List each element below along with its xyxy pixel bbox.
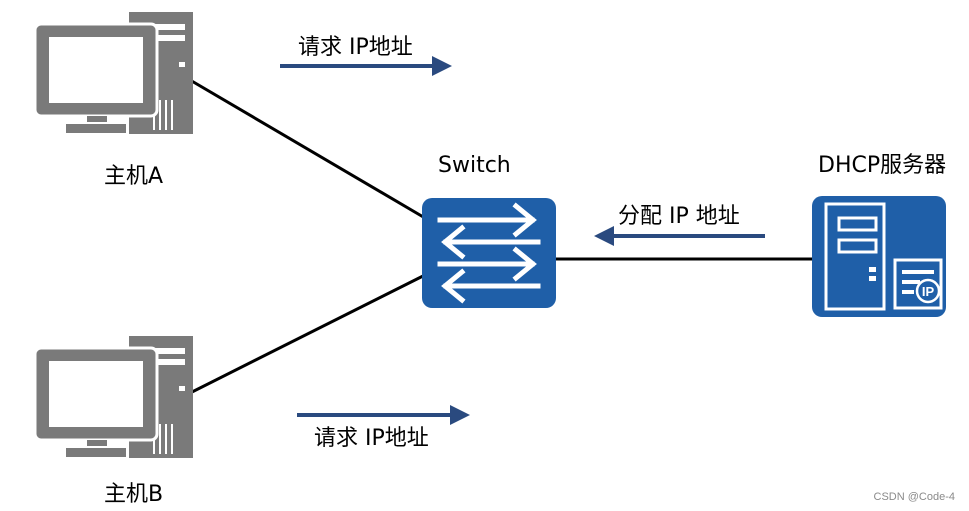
request-label-host-b: 请求 IP地址: [314, 426, 429, 451]
host-a-label: 主机A: [104, 164, 164, 189]
link-host-a-switch: [189, 78, 426, 220]
assign-label: 分配 IP 地址: [618, 204, 740, 229]
dhcp-server-label: DHCP服务器: [818, 153, 947, 178]
switch-label: Switch: [438, 153, 511, 178]
host-b-label: 主机B: [104, 482, 164, 507]
ip-glyph: IP: [922, 284, 935, 299]
link-host-b-switch: [189, 273, 426, 395]
switch-icon: [422, 198, 556, 308]
request-label-host-a: 请求 IP地址: [298, 35, 413, 60]
desktop-computer-icon: [33, 12, 193, 135]
watermark: CSDN @Code-4: [873, 491, 955, 503]
desktop-computer-icon: [33, 336, 193, 459]
ip-server-icon: IP: [812, 196, 946, 317]
